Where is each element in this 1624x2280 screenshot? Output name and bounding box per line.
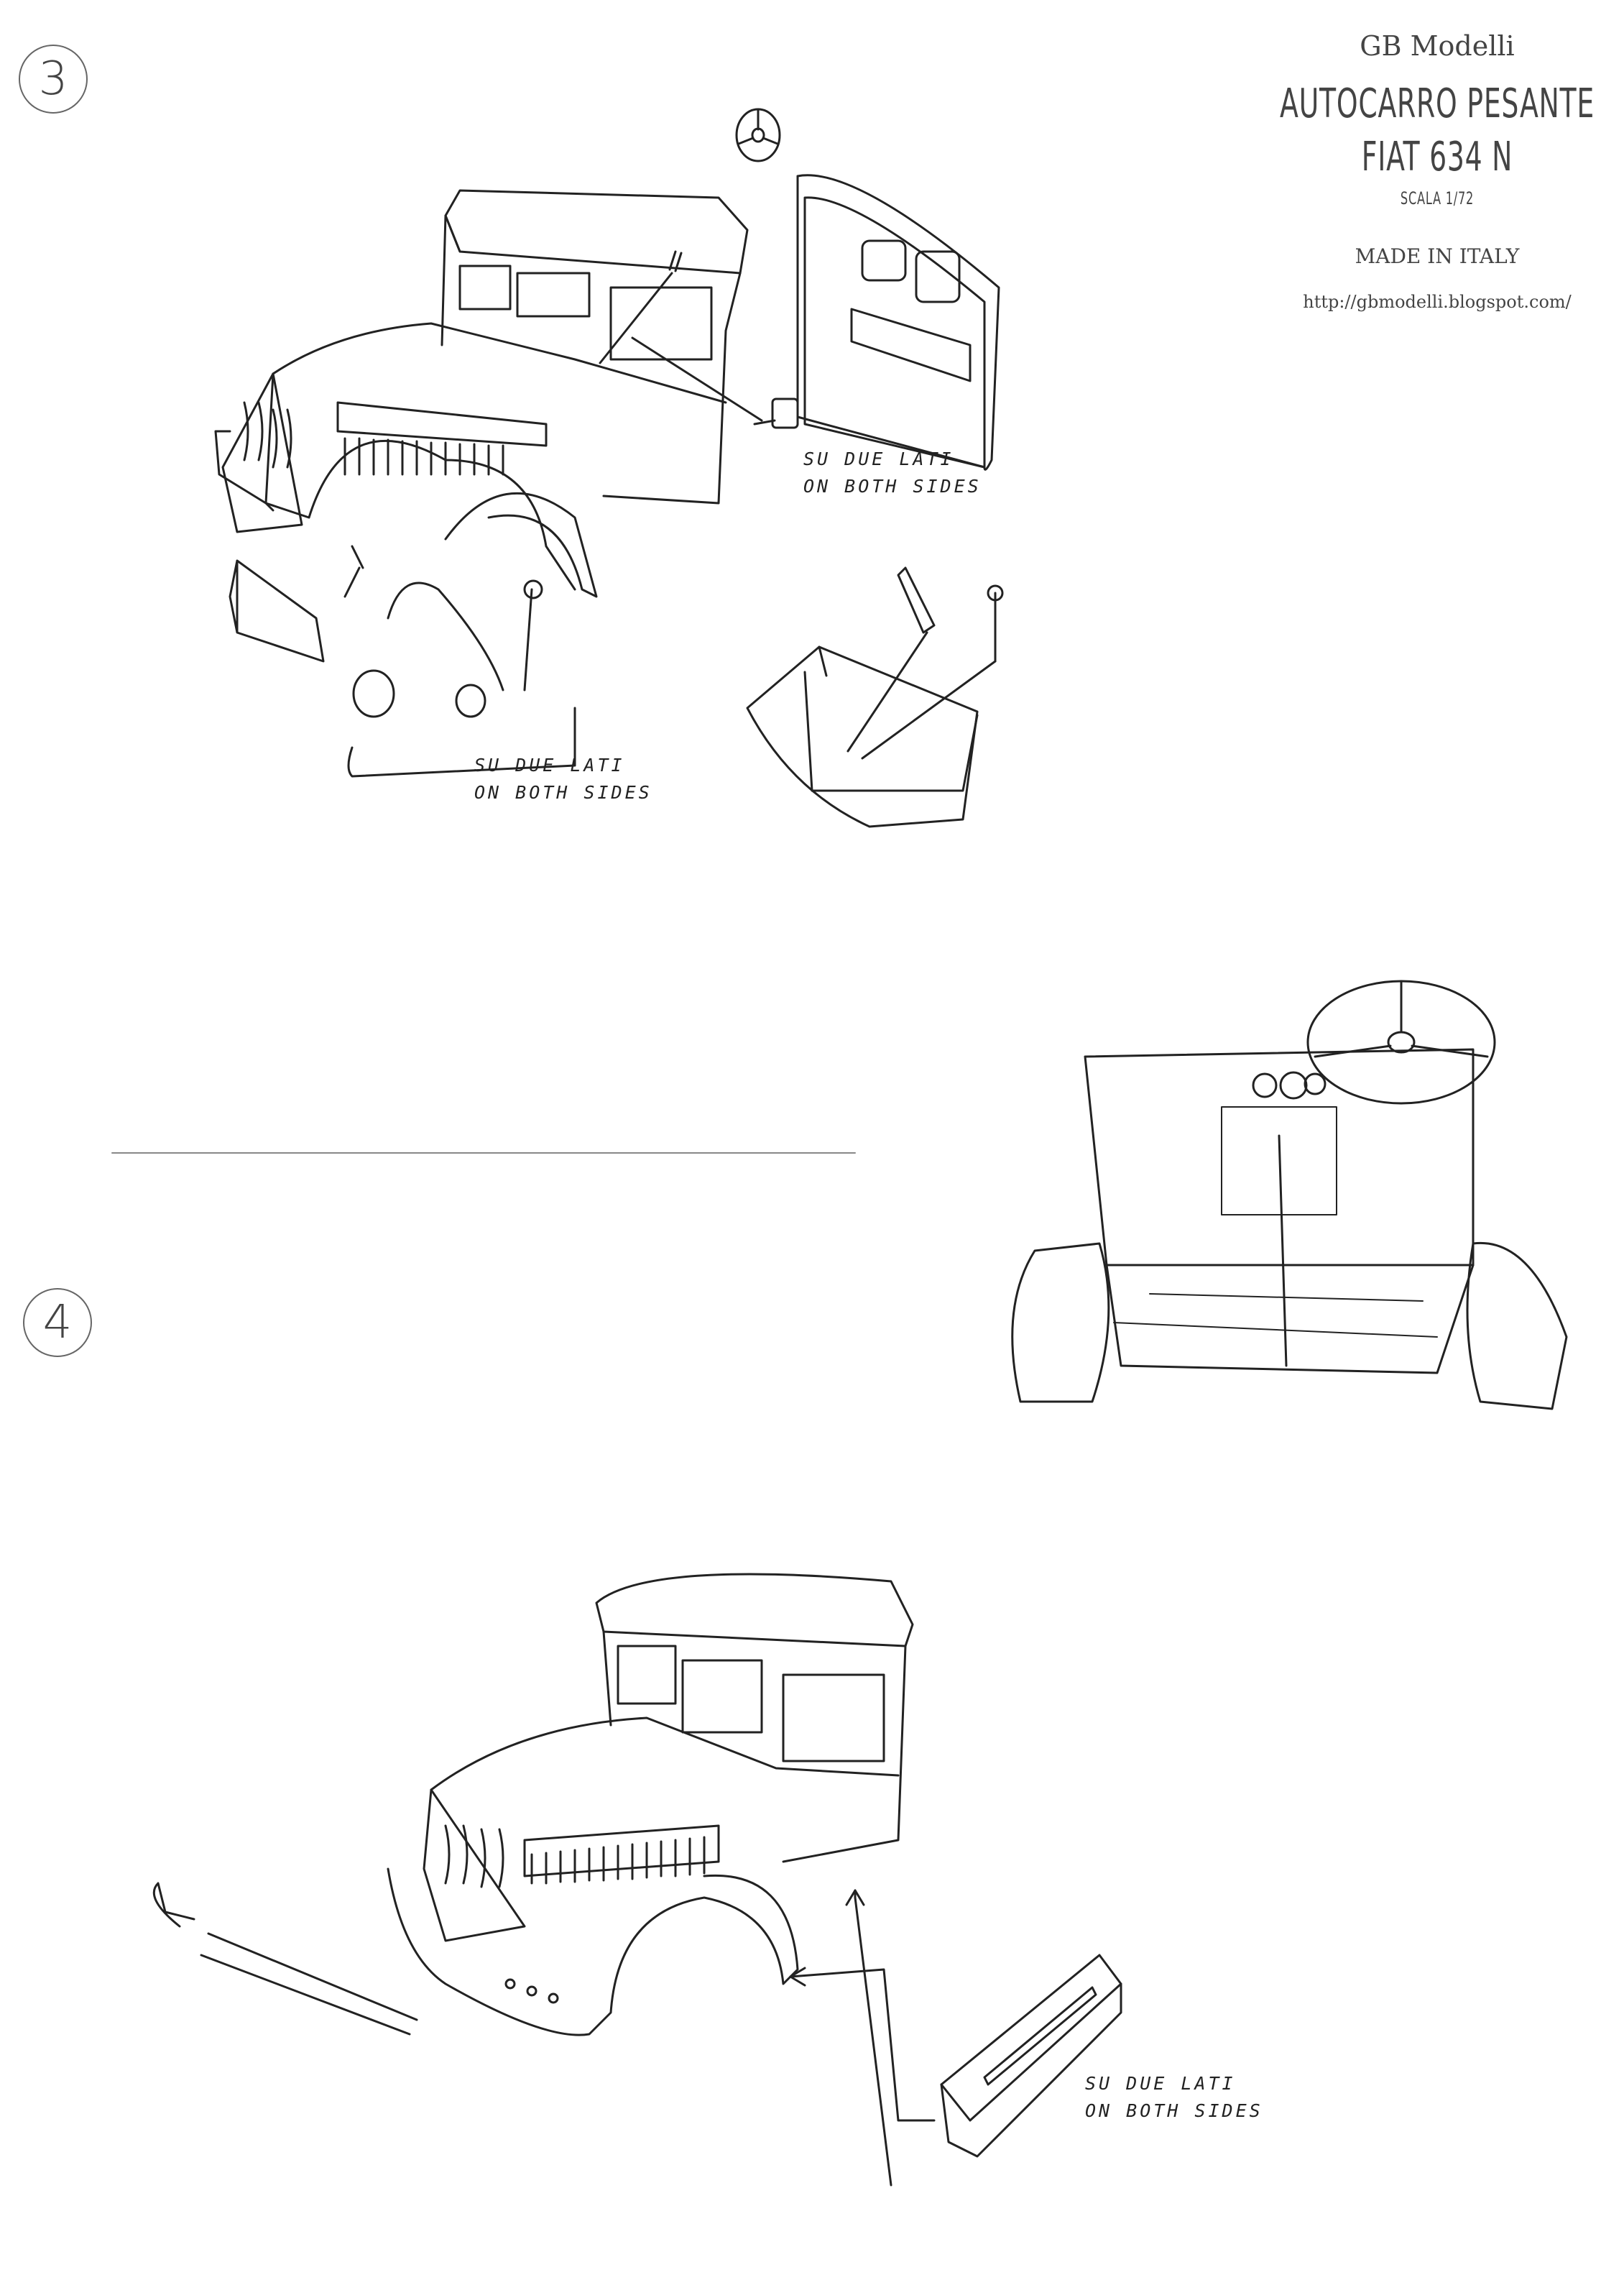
step-number-4: 4	[23, 1288, 92, 1357]
product-title-line2: FIAT 634 N	[1361, 134, 1513, 180]
annotation-line: ON BOTH SIDES	[1085, 2100, 1263, 2121]
made-in-label: MADE IN ITALY	[1355, 244, 1520, 268]
cab-interior-illustration	[1011, 980, 1568, 1410]
tow-hook-part	[152, 1882, 418, 2036]
floor-panel-part	[746, 566, 1004, 828]
running-board-part	[789, 1889, 1122, 2187]
step-number-label: 4	[42, 1296, 73, 1349]
truck-cab-step3	[214, 189, 749, 598]
annotation-line: SU DUE LATI	[803, 449, 954, 469]
door-panel-part	[796, 174, 1000, 471]
annotation-step4-step: SU DUE LATI ON BOTH SIDES	[1085, 2070, 1263, 2125]
door-handle-part	[631, 336, 799, 429]
annotation-line: SU DUE LATI	[1085, 2073, 1236, 2094]
annotation-line: SU DUE LATI	[474, 755, 625, 776]
website-url: http://gbmodelli.blogspot.com/	[1303, 292, 1572, 312]
scale-label: SCALA 1/72	[1400, 188, 1475, 208]
step-number-3: 3	[19, 45, 88, 114]
bumper-part	[229, 545, 576, 778]
product-title-line1: AUTOCARRO PESANTE	[1280, 81, 1595, 127]
truck-cab-step4	[387, 1573, 914, 2036]
annotation-step3-door: SU DUE LATI ON BOTH SIDES	[803, 446, 982, 500]
annotation-line: ON BOTH SIDES	[474, 782, 652, 803]
brand-name: GB Modelli	[1360, 30, 1515, 62]
step-number-label: 3	[38, 52, 68, 106]
annotation-line: ON BOTH SIDES	[803, 476, 982, 497]
annotation-step3-lights: SU DUE LATI ON BOTH SIDES	[474, 752, 652, 806]
